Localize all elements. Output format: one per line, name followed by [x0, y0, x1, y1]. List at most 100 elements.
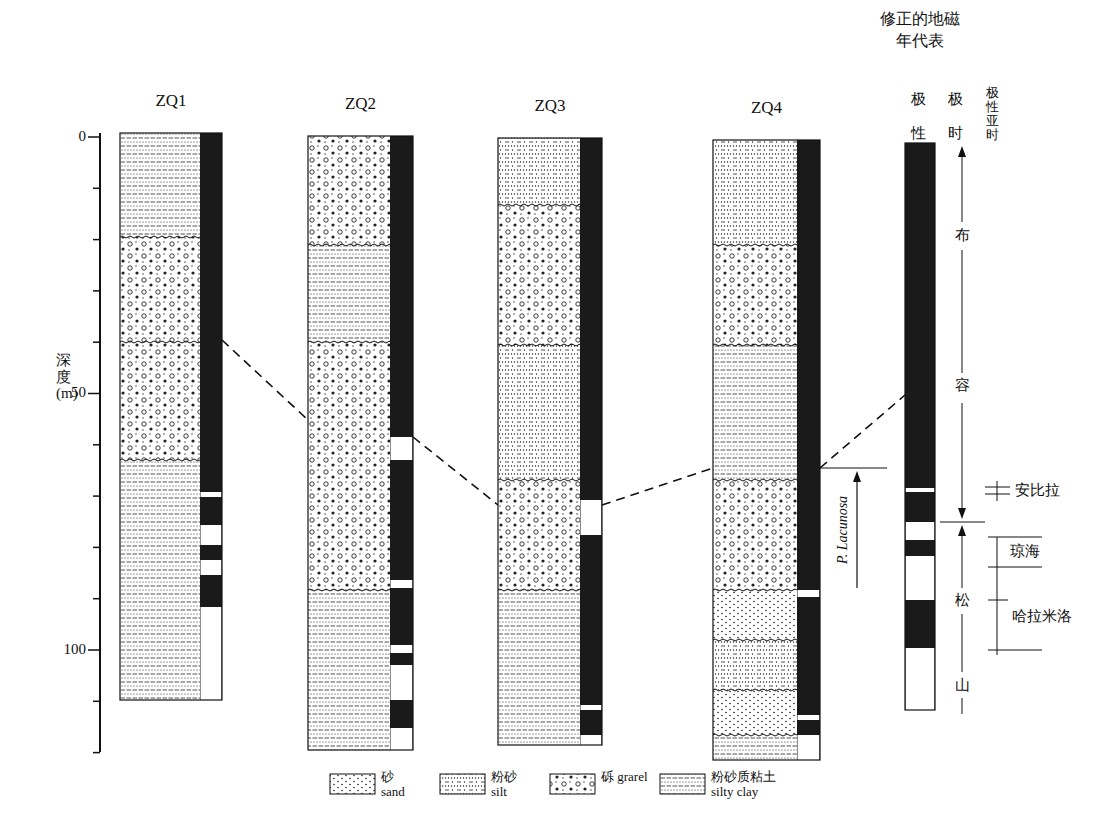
normal-polarity [580, 138, 602, 745]
reversed-polarity [906, 556, 935, 600]
normal-polarity [797, 140, 820, 760]
range-line [962, 614, 963, 672]
lithology-layer [713, 245, 797, 345]
range-line [962, 534, 963, 588]
lithology-layer [713, 140, 797, 245]
subchron-name: 安比拉 [1015, 481, 1060, 500]
column-outline [308, 136, 413, 750]
arrow-head [853, 471, 861, 482]
boundary-tick [940, 522, 985, 523]
subchron-tick [988, 537, 1042, 538]
subchron-tick [988, 600, 1008, 601]
legend-swatch [550, 774, 595, 794]
depth-tick [93, 239, 100, 241]
range-line [962, 155, 963, 222]
lithology-layer [713, 480, 797, 590]
depth-tick [88, 649, 100, 651]
correlation-line [820, 395, 905, 468]
depth-tick [93, 598, 100, 600]
borehole-column [308, 136, 413, 750]
borehole-column: ZQ4 [713, 140, 820, 760]
reversed-polarity [391, 728, 413, 750]
depth-tick [93, 188, 100, 190]
arrow-head [958, 146, 966, 157]
correlation-line [602, 468, 713, 505]
depth-tick [93, 444, 100, 446]
lithology-layer [498, 590, 580, 745]
depth-tick [93, 495, 100, 497]
layer-boundary [120, 236, 200, 238]
layer-boundary [713, 734, 797, 736]
legend-swatch [330, 774, 375, 794]
lithology-layer [120, 342, 200, 460]
lithology-layer [120, 133, 200, 237]
layer-boundary [120, 459, 200, 461]
lithology-layer [713, 735, 797, 760]
borehole-name: ZQ3 [534, 96, 565, 116]
reversed-polarity [798, 735, 820, 760]
layer-boundary [713, 639, 797, 641]
reversed-polarity [906, 522, 935, 540]
layer-boundary [713, 244, 797, 246]
normal-polarity [905, 143, 935, 710]
reversed-polarity [201, 560, 222, 575]
lithology-layer [498, 138, 580, 205]
legend-text: 砂 sand [381, 770, 417, 800]
datum-name: P. Lacunosa [835, 496, 851, 564]
subchron-name: 琼海 [1010, 542, 1040, 561]
depth-tick [93, 341, 100, 343]
depth-value: 0 [64, 128, 86, 145]
borehole-column [713, 140, 820, 760]
layer-boundary [120, 341, 200, 343]
lithology-layer [308, 342, 390, 590]
lithology-layer [308, 245, 390, 342]
lithology-layer [713, 640, 797, 690]
reversed-polarity [581, 705, 602, 710]
legend-text: 砾 grarel [601, 770, 649, 785]
layer-boundary [498, 479, 580, 481]
depth-tick [88, 393, 100, 395]
column-heading: 极时 [948, 82, 963, 150]
subchron-tick [997, 537, 998, 655]
lithology-layer [498, 205, 580, 345]
lithology-layer [120, 460, 200, 700]
axis-title: 深度 (m) [56, 352, 71, 402]
normal-polarity [200, 133, 222, 700]
reversed-polarity [906, 488, 935, 492]
column-outline [498, 138, 602, 745]
column-heading: 极性亚时 [986, 86, 999, 142]
reversed-polarity [906, 648, 935, 710]
borehole-column [905, 143, 935, 710]
range-line [962, 250, 963, 373]
correlation-line [222, 340, 308, 420]
lithology-layer [713, 690, 797, 735]
depth-value: 100 [54, 641, 86, 658]
layer-boundary [498, 589, 580, 591]
borehole-name: ZQ1 [155, 91, 186, 111]
borehole-column: ZQ1 [120, 133, 222, 700]
legend-swatch [660, 774, 705, 794]
lithology-layer [498, 345, 580, 480]
legend-swatch [440, 774, 485, 794]
layer-boundary [308, 341, 390, 343]
reversed-polarity [798, 590, 820, 597]
reversed-polarity [391, 580, 413, 588]
layer-boundary [713, 344, 797, 346]
layer-boundary [308, 244, 390, 246]
legend-text: 粉砂 silt [491, 770, 527, 800]
chron-name: 松山 [955, 558, 970, 728]
normal-polarity [390, 136, 413, 750]
range-line [962, 698, 963, 714]
layer-boundary [713, 479, 797, 481]
range-line [962, 403, 963, 510]
lithology-layer [308, 136, 390, 245]
lithology-layer [713, 590, 797, 640]
column-heading: 极性 [911, 82, 926, 150]
lithology-layer [308, 590, 390, 750]
layer-boundary [713, 689, 797, 691]
layer-boundary [498, 204, 580, 206]
subchron-tick [988, 650, 1042, 651]
